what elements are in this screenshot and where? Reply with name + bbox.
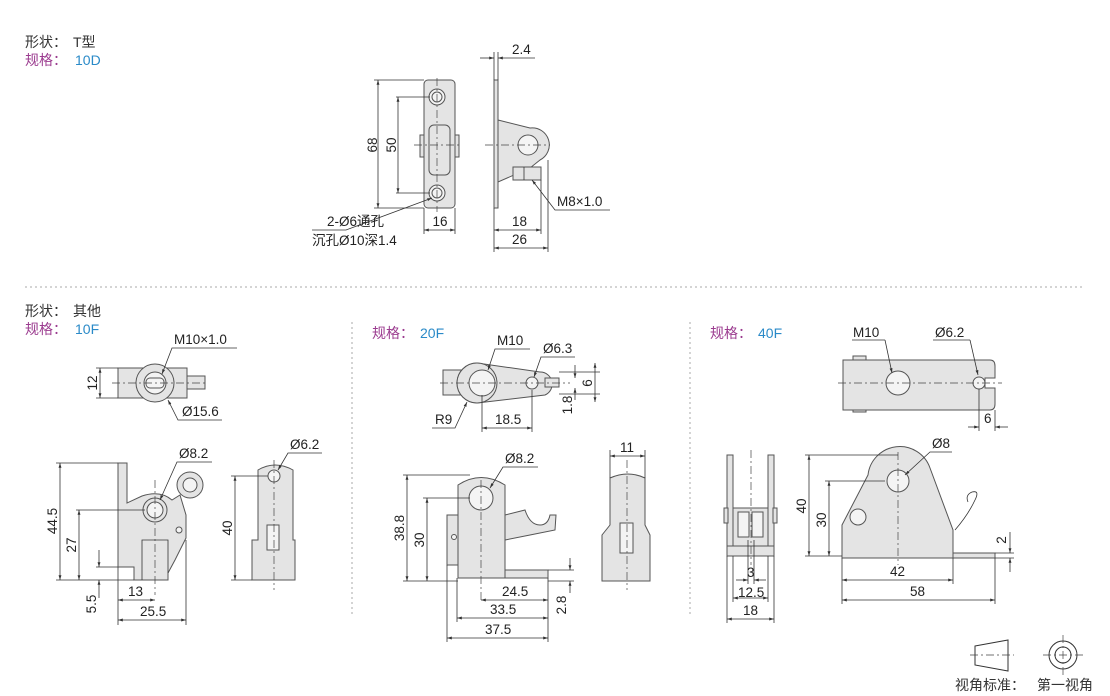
top-view [440, 362, 570, 404]
shape-value: T型 [73, 34, 96, 50]
dim-50: 50 [384, 137, 399, 152]
dimensions-10d: 68 50 16 2-Ø6通孔 沉孔Ø10深1.4 2.4 18 26 M8×1… [312, 42, 610, 252]
dim-37-5: 37.5 [485, 622, 511, 637]
first-angle-circle-icon [1043, 635, 1083, 675]
spec-label: 规格： [25, 321, 67, 337]
dim-40: 40 [794, 498, 809, 513]
first-angle-cone-icon [970, 639, 1014, 672]
dim-13: 13 [128, 584, 143, 599]
thread-note: M10×1.0 [174, 332, 227, 347]
spec-value: 40F [758, 325, 782, 341]
dim-16: 16 [432, 214, 447, 229]
shape-label: 形状： [25, 303, 67, 319]
side-view [485, 79, 550, 209]
dim-38-8: 38.8 [392, 515, 407, 541]
dim-24-5: 24.5 [502, 584, 528, 599]
dim-1-8: 1.8 [560, 396, 575, 415]
dim-44-5: 44.5 [45, 508, 60, 534]
dim-18-5: 18.5 [495, 412, 521, 427]
spec-label: 规格： [25, 52, 67, 68]
section-20f: 规格： 20F M10 Ø6. [372, 325, 651, 642]
radius-9: R9 [435, 412, 452, 427]
dim-30: 30 [814, 512, 829, 527]
dim-30: 30 [412, 532, 427, 547]
dim-2-4: 2.4 [512, 42, 531, 57]
top-view [112, 363, 208, 403]
dia-15-6: Ø15.6 [182, 404, 219, 419]
dim-68: 68 [365, 137, 380, 152]
dia-6-2: Ø6.2 [935, 325, 964, 340]
thread-note: M10 [497, 333, 523, 348]
side-view [723, 450, 778, 565]
dia-8-2: Ø8.2 [179, 446, 208, 461]
dim-18: 18 [512, 214, 527, 229]
dim-33-5: 33.5 [490, 602, 516, 617]
dim-2: 2 [994, 536, 1009, 544]
dimensions-10f: M10×1.0 12 Ø15.6 Ø8.2 Ø6.2 44.5 27 5.5 1… [45, 332, 322, 625]
dim-27: 27 [64, 537, 79, 552]
spec-value: 10F [75, 321, 99, 337]
dim-42: 42 [890, 564, 905, 579]
spec-label: 规格： [710, 325, 752, 341]
dimensions-40f: M10 Ø6.2 6 Ø8 40 30 42 58 2 [726, 325, 1014, 623]
dimensions-20f: M10 Ø6.3 6 1.8 R9 18.5 Ø8.2 38.8 30 24.5 [392, 333, 646, 642]
dim-18: 18 [743, 603, 758, 618]
spec-value: 20F [420, 325, 444, 341]
shape-label: 形状： [25, 34, 67, 50]
hole-note-1: 2-Ø6通孔 [327, 214, 385, 229]
legend-value: 第一视角 [1037, 677, 1093, 693]
side-view [601, 460, 651, 590]
section-10f: 形状： 其他 规格： 10F M10×1.0 [25, 303, 322, 625]
shape-value: 其他 [73, 303, 101, 319]
dia-8-2: Ø8.2 [505, 451, 534, 466]
hole-note-2: 沉孔Ø10深1.4 [312, 233, 397, 248]
projection-legend: 视角标准： 第一视角 [955, 635, 1093, 693]
dim-40: 40 [220, 520, 235, 535]
dim-25-5: 25.5 [140, 604, 166, 619]
dim-12-5: 12.5 [738, 585, 764, 600]
thread-note: M8×1.0 [557, 194, 602, 209]
dia-6-3: Ø6.3 [543, 341, 572, 356]
dim-2-8: 2.8 [554, 596, 569, 615]
front-view [414, 78, 462, 212]
dim-12: 12 [85, 375, 100, 390]
front-view [117, 462, 204, 595]
dim-26: 26 [512, 232, 527, 247]
dim-3: 3 [747, 565, 755, 580]
spec-label: 规格： [372, 325, 414, 341]
legend-label: 视角标准： [955, 677, 1025, 693]
dim-58: 58 [910, 584, 925, 599]
spec-value: 10D [75, 52, 101, 68]
side-view [251, 460, 296, 590]
top-view [838, 355, 1002, 413]
dim-11: 11 [620, 440, 634, 455]
dia-6-2: Ø6.2 [290, 437, 319, 452]
front-view [841, 446, 996, 565]
thread-note: M10 [853, 325, 879, 340]
dim-6: 6 [984, 411, 992, 426]
dim-5-5: 5.5 [84, 595, 99, 614]
front-view [446, 477, 557, 600]
section-10d: 形状： T型 规格： 10D 68 50 [25, 34, 610, 252]
section-40f: 规格： 40F [710, 325, 1014, 623]
dia-8: Ø8 [932, 436, 950, 451]
dim-6: 6 [580, 379, 595, 387]
